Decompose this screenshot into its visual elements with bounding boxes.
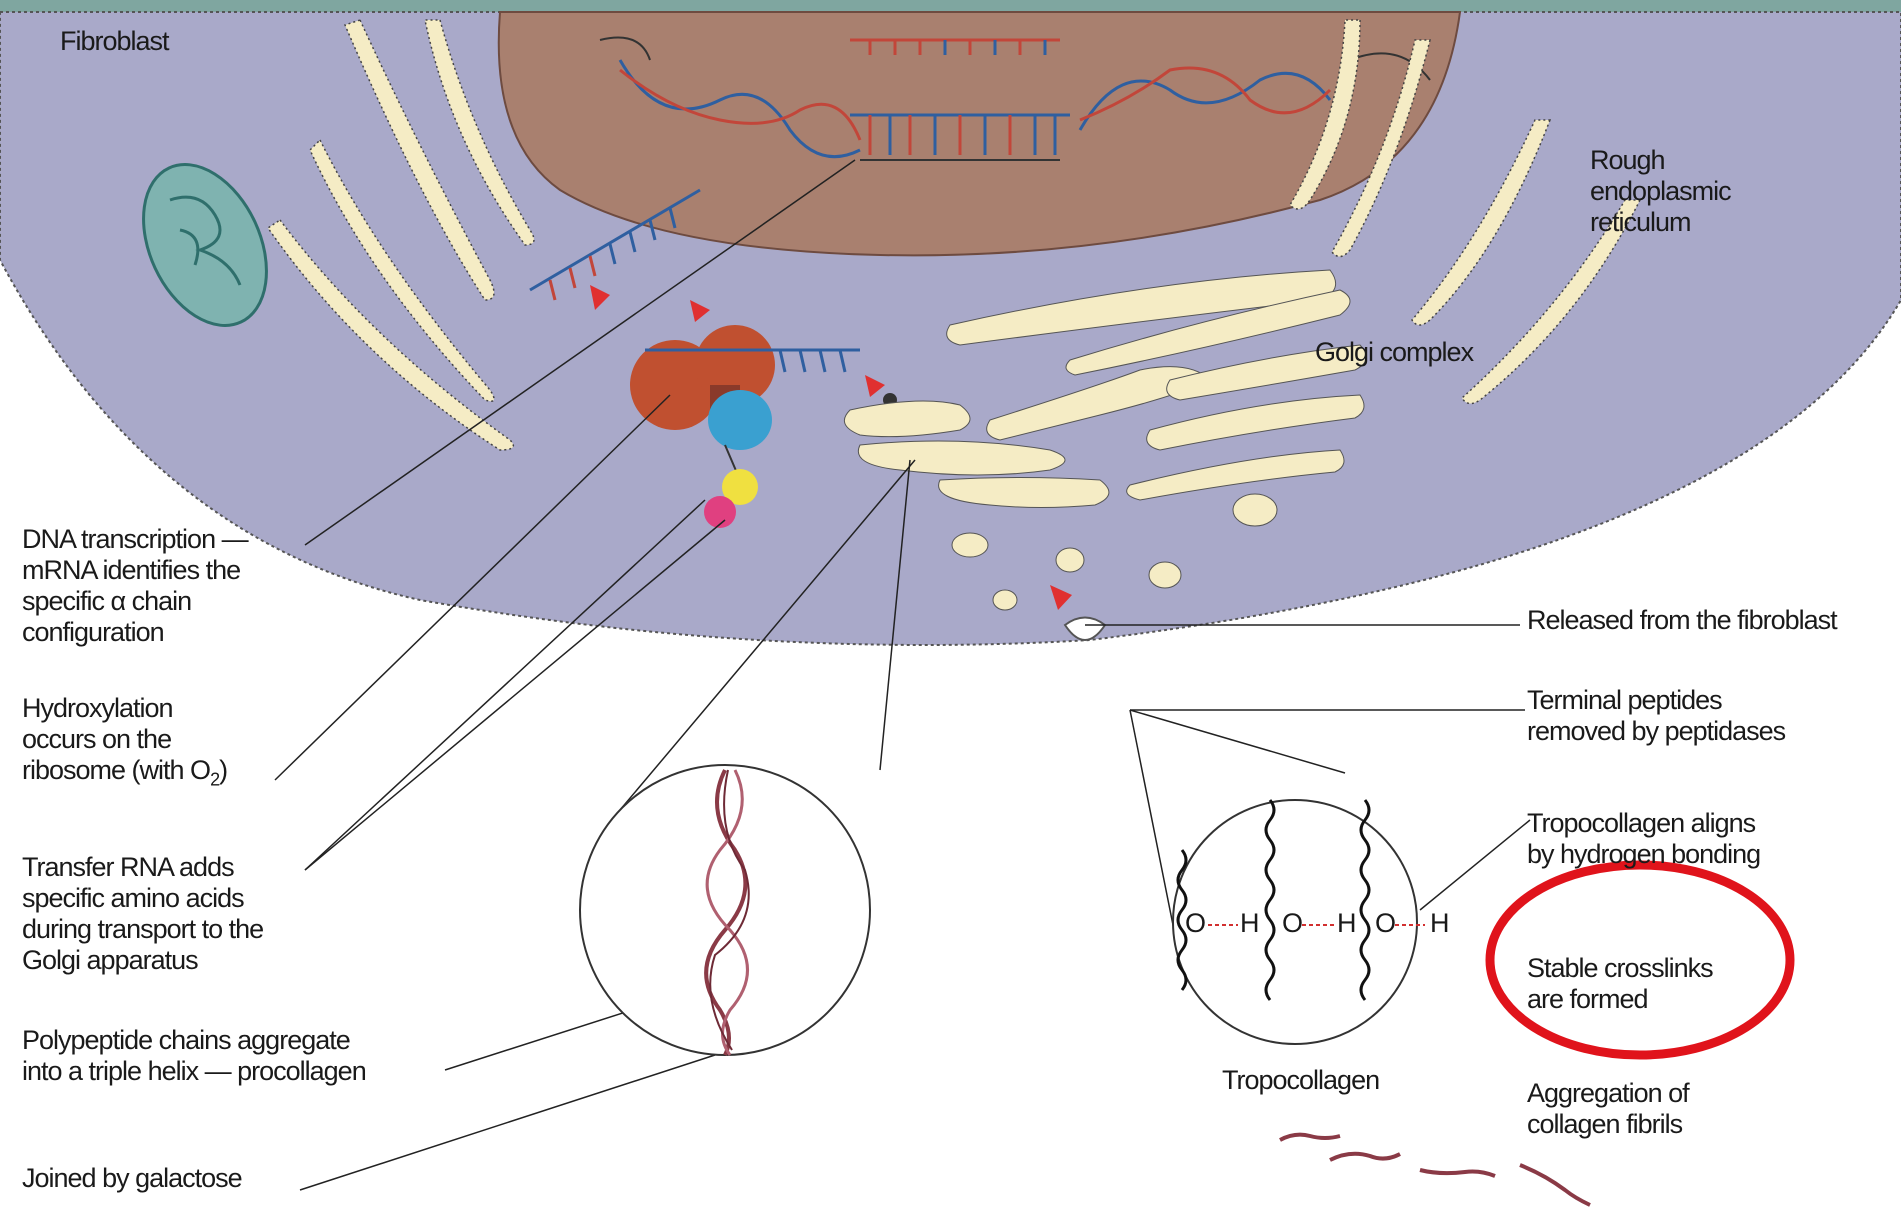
bond-o-1: O xyxy=(1185,908,1205,939)
label-rough-er-line-1: Rough xyxy=(1590,145,1731,176)
label-golgi-complex: Golgi complex xyxy=(1315,337,1473,368)
label-crosslinks-line-2: are formed xyxy=(1527,984,1713,1015)
label-dna-line-2: mRNA identifies the xyxy=(22,555,248,586)
label-hydroxylation: Hydroxylation occurs on the ribosome (wi… xyxy=(22,693,227,786)
label-aligns-line-1: Tropocollagen aligns xyxy=(1527,808,1760,839)
label-dna-line-3: specific α chain xyxy=(22,586,248,617)
label-aggregation-line-2: collagen fibrils xyxy=(1527,1109,1689,1140)
label-tropocollagen: Tropocollagen xyxy=(1222,1065,1379,1096)
label-polypeptide-line-2: into a triple helix — procollagen xyxy=(22,1056,366,1087)
bond-o-2: O xyxy=(1282,908,1302,939)
label-trna-line-2: specific amino acids xyxy=(22,883,263,914)
label-rough-er-line-2: endoplasmic xyxy=(1590,176,1731,207)
bond-o-3: O xyxy=(1375,908,1395,939)
label-terminal-peptides: Terminal peptides removed by peptidases xyxy=(1527,685,1785,747)
label-trna-line-3: during transport to the xyxy=(22,914,263,945)
label-dna-line-4: configuration xyxy=(22,617,248,648)
procollagen-magnifier xyxy=(580,765,870,1055)
bond-h-2: H xyxy=(1337,908,1356,939)
label-dna-line-1: DNA transcription — xyxy=(22,524,248,555)
label-galactose: Joined by galactose xyxy=(22,1163,242,1194)
label-polypeptide-line-1: Polypeptide chains aggregate xyxy=(22,1025,366,1056)
label-crosslinks-line-1: Stable crosslinks xyxy=(1527,953,1713,984)
bond-h-3: H xyxy=(1430,908,1449,939)
label-tropocollagen-aligns: Tropocollagen aligns by hydrogen bonding xyxy=(1527,808,1760,870)
label-hydroxylation-subscript: 2 xyxy=(210,769,219,789)
label-transfer-rna: Transfer RNA adds specific amino acids d… xyxy=(22,852,263,976)
label-hydroxylation-line-2: occurs on the xyxy=(22,724,227,755)
label-rough-er-line-3: reticulum xyxy=(1590,207,1731,238)
label-terminal-line-2: removed by peptidases xyxy=(1527,716,1785,747)
label-hydroxylation-line-1: Hydroxylation xyxy=(22,693,227,724)
label-dna-transcription: DNA transcription — mRNA identifies the … xyxy=(22,524,248,648)
label-crosslinks: Stable crosslinks are formed xyxy=(1527,953,1713,1015)
label-released: Released from the fibroblast xyxy=(1527,605,1837,636)
label-terminal-line-1: Terminal peptides xyxy=(1527,685,1785,716)
label-hydroxylation-line-3: ribosome (with O2) xyxy=(22,755,227,786)
label-rough-er: Rough endoplasmic reticulum xyxy=(1590,145,1731,238)
label-polypeptide: Polypeptide chains aggregate into a trip… xyxy=(22,1025,366,1087)
label-aggregation-line-1: Aggregation of xyxy=(1527,1078,1689,1109)
label-aligns-line-2: by hydrogen bonding xyxy=(1527,839,1760,870)
label-trna-line-4: Golgi apparatus xyxy=(22,945,263,976)
label-trna-line-1: Transfer RNA adds xyxy=(22,852,263,883)
label-aggregation: Aggregation of collagen fibrils xyxy=(1527,1078,1689,1140)
label-hydroxylation-close: ) xyxy=(219,755,227,785)
collagen-fibrils xyxy=(1280,1135,1590,1205)
label-fibroblast: Fibroblast xyxy=(60,26,169,57)
label-hydroxylation-line-3-text: ribosome (with O xyxy=(22,755,210,785)
bond-h-1: H xyxy=(1240,908,1259,939)
